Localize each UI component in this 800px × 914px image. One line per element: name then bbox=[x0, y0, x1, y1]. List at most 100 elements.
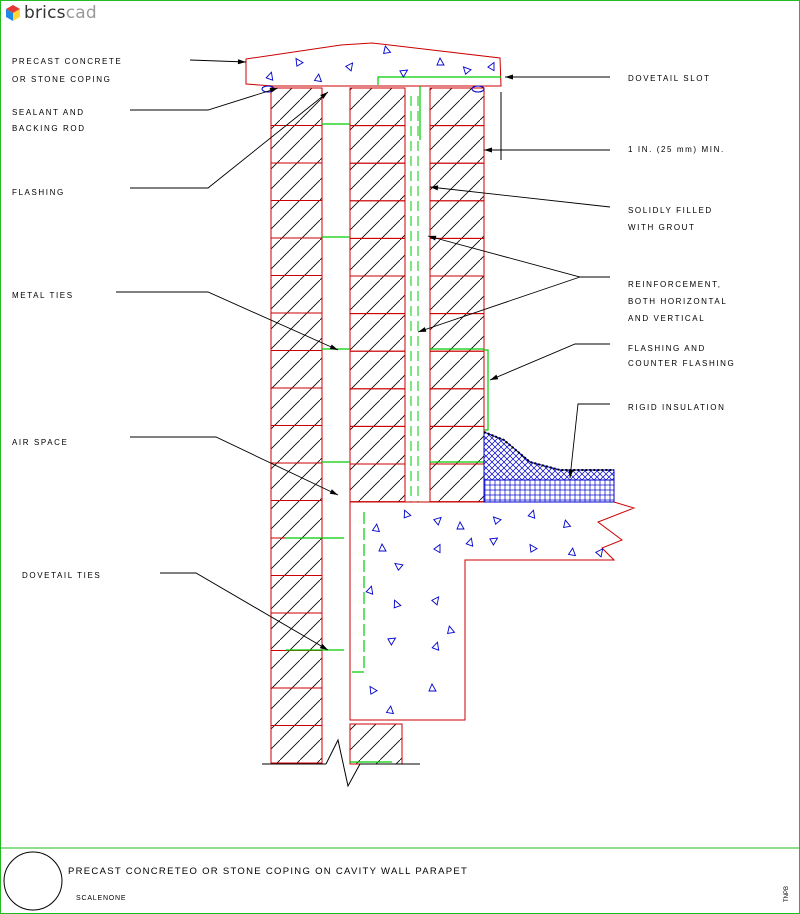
label-metal-ties: METAL TIES bbox=[12, 291, 74, 300]
brick bbox=[349, 350, 406, 390]
label-dovetail-ties: DOVETAIL TIES bbox=[22, 571, 101, 580]
aggregate-mark bbox=[462, 66, 472, 75]
title-block: PRECAST CONCRETEO OR STONE COPING ON CAV… bbox=[3, 851, 790, 911]
brick bbox=[349, 723, 403, 765]
aggregate-mark bbox=[344, 62, 354, 72]
aggregate-mark bbox=[431, 641, 440, 651]
aggregate-mark bbox=[492, 516, 502, 525]
inner-brick-wythe bbox=[349, 87, 406, 765]
brick bbox=[270, 650, 323, 689]
arrowhead bbox=[269, 88, 278, 93]
label-flashing: FLASHING bbox=[12, 188, 65, 197]
outer-brick-wythe bbox=[270, 87, 323, 764]
label-grout-1: SOLIDLY FILLED bbox=[628, 206, 713, 215]
brick bbox=[349, 162, 406, 202]
arrowhead bbox=[329, 344, 338, 350]
label-sealant-2: BACKING ROD bbox=[12, 124, 86, 133]
drawing-scale: SCALENONE bbox=[76, 895, 126, 902]
aggregate-mark bbox=[385, 705, 395, 715]
third-brick-wythe bbox=[429, 87, 485, 503]
aggregate-mark bbox=[487, 61, 495, 72]
drawing-title: PRECAST CONCRETEO OR STONE COPING ON CAV… bbox=[68, 866, 468, 877]
arrowhead bbox=[505, 74, 513, 80]
leader-arrows bbox=[237, 59, 574, 650]
aggregate-mark bbox=[399, 69, 409, 78]
aggregate-mark bbox=[567, 547, 577, 557]
aggregate-mark bbox=[428, 682, 437, 692]
label-precast-1: PRECAST CONCRETE bbox=[12, 57, 122, 66]
label-min-1in: 1 IN. (25 mm) MIN. bbox=[628, 145, 725, 154]
brick bbox=[270, 87, 323, 126]
precast-coping bbox=[245, 42, 502, 140]
brick bbox=[429, 275, 485, 315]
brick bbox=[270, 125, 323, 164]
concrete-slab bbox=[349, 501, 636, 721]
aggregate-mark bbox=[456, 520, 465, 530]
brick bbox=[270, 537, 323, 576]
aggregate-mark bbox=[387, 637, 397, 646]
detail-bubble bbox=[3, 851, 63, 911]
brick bbox=[349, 200, 406, 239]
aggregate-mark bbox=[394, 562, 404, 572]
aggregate-mark bbox=[365, 585, 374, 595]
dimension-1in bbox=[484, 92, 610, 160]
aggregate-mark bbox=[447, 625, 456, 635]
brick bbox=[349, 125, 406, 164]
aggregate-mark bbox=[527, 509, 536, 519]
brick bbox=[349, 87, 406, 127]
arrowhead bbox=[320, 92, 328, 99]
brick bbox=[429, 162, 485, 202]
brick bbox=[270, 687, 323, 726]
label-reinf-3: AND VERTICAL bbox=[628, 314, 705, 323]
break-line bbox=[262, 738, 420, 788]
brick bbox=[270, 387, 323, 426]
brick bbox=[429, 388, 485, 427]
label-sealant-1: SEALANT AND bbox=[12, 108, 85, 117]
sealant-right bbox=[471, 85, 485, 93]
brick bbox=[429, 237, 485, 277]
aggregate-mark bbox=[371, 523, 381, 533]
aggregate-mark bbox=[378, 542, 387, 552]
aggregate-mark bbox=[383, 45, 392, 55]
label-grout-2: WITH GROUT bbox=[628, 223, 696, 232]
brick bbox=[270, 275, 323, 314]
brick bbox=[270, 500, 323, 539]
brick bbox=[270, 725, 323, 764]
brick bbox=[349, 388, 406, 427]
brick bbox=[270, 350, 323, 389]
leader-lines bbox=[116, 59, 611, 651]
brick bbox=[270, 200, 323, 239]
drawing-ref: TNPB bbox=[784, 886, 790, 902]
brick bbox=[270, 425, 323, 464]
label-reinf-2: BOTH HORIZONTAL bbox=[628, 297, 727, 306]
brick bbox=[429, 87, 485, 127]
aggregate-mark bbox=[433, 543, 441, 554]
aggregate-mark bbox=[465, 537, 474, 547]
label-counter-2: COUNTER FLASHING bbox=[628, 359, 735, 368]
label-precast-2: OR STONE COPING bbox=[12, 75, 111, 84]
aggregate-mark bbox=[563, 519, 572, 529]
arrowhead bbox=[237, 59, 246, 65]
brand-left: brics bbox=[24, 3, 66, 23]
arrowhead bbox=[319, 643, 328, 650]
brick bbox=[429, 463, 485, 503]
callout-labels: PRECAST CONCRETE OR STONE COPING SEALANT… bbox=[12, 57, 735, 580]
brick bbox=[349, 463, 406, 503]
dovetail-slot-line bbox=[377, 76, 501, 85]
arrowhead bbox=[329, 489, 338, 495]
brick bbox=[429, 350, 485, 390]
aggregate-mark bbox=[265, 71, 274, 81]
label-rigid: RIGID INSULATION bbox=[628, 403, 725, 412]
brick bbox=[429, 200, 485, 239]
arrowhead bbox=[430, 185, 439, 191]
brick bbox=[270, 462, 323, 501]
brick bbox=[429, 125, 485, 164]
label-air-space: AIR SPACE bbox=[12, 438, 69, 447]
brick bbox=[349, 313, 406, 352]
bricscad-logo: bricscad bbox=[6, 3, 97, 23]
brick bbox=[349, 425, 406, 465]
brick bbox=[270, 575, 323, 614]
aggregate-mark bbox=[433, 516, 442, 526]
arrowhead bbox=[428, 235, 437, 241]
